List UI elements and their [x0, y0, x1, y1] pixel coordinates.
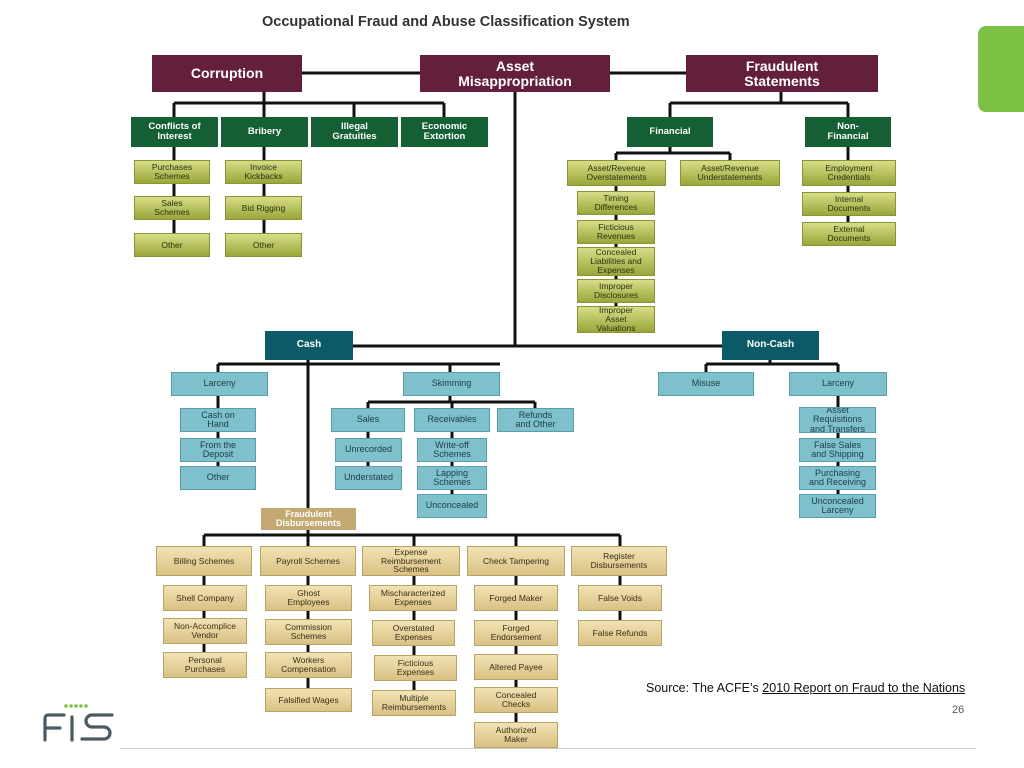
node-payroll-schemes: Payroll Schemes	[260, 546, 356, 576]
page-number: 26	[952, 704, 965, 716]
node-bribery: Bribery	[221, 117, 308, 147]
node-unrecorded: Unrecorded	[335, 438, 402, 462]
node-bribery-other: Other	[225, 233, 302, 257]
node-false-sales: False Sales and Shipping	[799, 438, 876, 462]
node-commission-schemes: Commission Schemes	[265, 619, 352, 645]
node-larceny-other: Other	[180, 466, 256, 490]
node-improper-asset-valuations: Improper Asset Valuations	[577, 306, 655, 333]
node-larceny: Larceny	[171, 372, 268, 396]
node-purchasing-receiving: Purchasing and Receiving	[799, 466, 876, 490]
node-misuse: Misuse	[658, 372, 754, 396]
node-bid-rigging: Bid Rigging	[225, 196, 302, 220]
node-skimming: Skimming	[403, 372, 500, 396]
page-title: Occupational Fraud and Abuse Classificat…	[262, 14, 630, 30]
node-concealed-checks: Concealed Checks	[474, 687, 558, 713]
node-fictitious-revenues: Ficticious Revenues	[577, 220, 655, 244]
brand-accent-tab	[978, 26, 1024, 112]
node-understated: Understated	[335, 466, 402, 490]
source-prefix: Source: The ACFE’s	[646, 681, 763, 695]
node-personal-purchases: Personal Purchases	[163, 652, 247, 678]
node-forged-endorsement: Forged Endorsement	[474, 620, 558, 646]
node-coi-other: Other	[134, 233, 210, 257]
node-concealed-liabilities: Concealed Liabilities and Expenses	[577, 247, 655, 276]
node-shell-company: Shell Company	[163, 585, 247, 611]
node-lapping-schemes: Lapping Schemes	[417, 466, 487, 490]
node-conflicts-of-interest: Conflicts of Interest	[131, 117, 218, 147]
node-nc-larceny: Larceny	[789, 372, 887, 396]
node-ghost-employees: Ghost Employees	[265, 585, 352, 611]
node-economic-extortion: Economic Extortion	[401, 117, 488, 147]
node-employment-credentials: Employment Credentials	[802, 160, 896, 186]
node-asset-requisitions: Asset Requisitions and Transfers	[799, 407, 876, 433]
node-billing-schemes: Billing Schemes	[156, 546, 252, 576]
node-external-documents: External Documents	[802, 222, 896, 246]
node-falsified-wages: Falsified Wages	[265, 688, 352, 712]
node-illegal-gratuities: Illegal Gratuities	[311, 117, 398, 147]
node-asset-revenue-understatements: Asset/Revenue Understatements	[680, 160, 780, 186]
node-asset-misappropriation: Asset Misappropriation	[420, 55, 610, 92]
node-sales-schemes: Sales Schemes	[134, 196, 210, 220]
node-check-tampering: Check Tampering	[467, 546, 565, 576]
fis-logo	[43, 704, 114, 742]
node-non-cash: Non-Cash	[722, 331, 819, 360]
node-false-refunds: False Refunds	[578, 620, 662, 646]
node-false-voids: False Voids	[578, 585, 662, 611]
node-improper-disclosures: Improper Disclosures	[577, 279, 655, 303]
node-fraudulent-statements: Fraudulent Statements	[686, 55, 878, 92]
footer-divider	[120, 748, 976, 749]
node-mischaracterized-expenses: Mischaracterized Expenses	[369, 585, 457, 611]
node-purchases-schemes: Purchases Schemes	[134, 160, 210, 184]
node-fraudulent-disbursements: Fraudulent Disbursements	[261, 508, 356, 530]
node-receivables: Receivables	[414, 408, 490, 432]
node-cash: Cash	[265, 331, 353, 360]
node-timing-differences: Timing Differences	[577, 191, 655, 215]
node-internal-documents: Internal Documents	[802, 192, 896, 216]
node-write-off-schemes: Write-off Schemes	[417, 438, 487, 462]
node-cash-on-hand: Cash on Hand	[180, 408, 256, 432]
node-authorized-maker: Authorized Maker	[474, 722, 558, 748]
node-register-disbursements: Register Disbursements	[571, 546, 667, 576]
node-unconcealed: Unconcealed	[417, 494, 487, 518]
node-forged-maker: Forged Maker	[474, 585, 558, 611]
node-workers-compensation: Workers Compensation	[265, 652, 352, 678]
node-non-financial: Non- Financial	[805, 117, 891, 147]
node-expense-reimbursement: Expense Reimbursement Schemes	[362, 546, 460, 576]
node-unconcealed-larceny: Unconcealed Larceny	[799, 494, 876, 518]
node-fictitious-expenses: Ficticious Expenses	[374, 655, 457, 681]
node-asset-revenue-overstatements: Asset/Revenue Overstatements	[567, 160, 666, 186]
source-report-link[interactable]: 2010 Report on Fraud to the Nations	[762, 681, 966, 695]
node-invoice-kickbacks: Invoice Kickbacks	[225, 160, 302, 184]
node-corruption: Corruption	[152, 55, 302, 92]
node-from-the-deposit: From the Deposit	[180, 438, 256, 462]
source-citation: Source: The ACFE’s 2010 Report on Fraud …	[646, 679, 965, 698]
node-financial: Financial	[627, 117, 713, 147]
node-overstated-expenses: Overstated Expenses	[372, 620, 455, 646]
node-sales: Sales	[331, 408, 405, 432]
node-refunds-and-other: Refunds and Other	[497, 408, 574, 432]
node-multiple-reimbursements: Multiple Reimbursements	[372, 690, 456, 716]
node-non-accomplice-vendor: Non-Accomplice Vendor	[163, 618, 247, 644]
node-altered-payee: Altered Payee	[474, 654, 558, 680]
